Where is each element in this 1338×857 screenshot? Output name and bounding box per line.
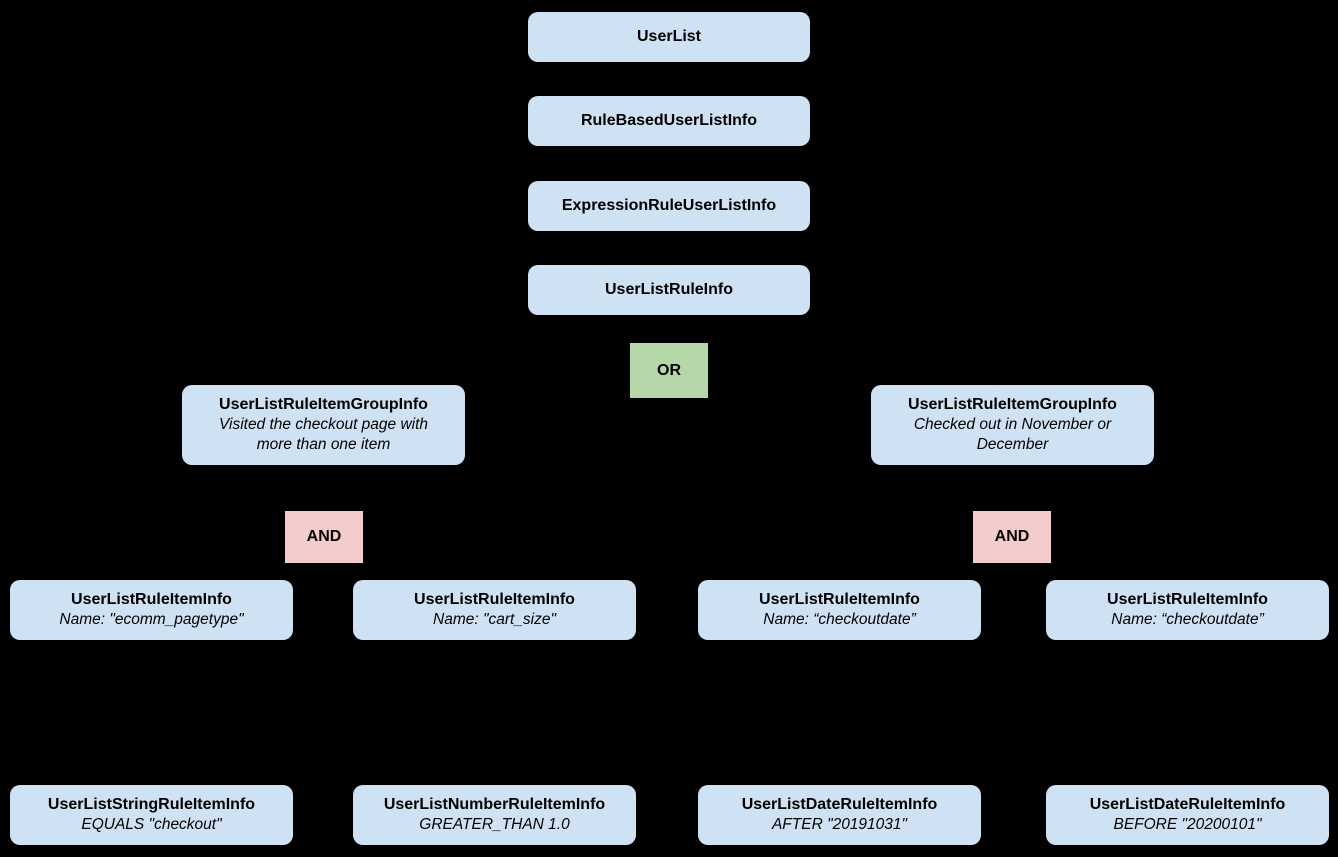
- node-title: UserListStringRuleItemInfo: [47, 796, 256, 813]
- node-title: UserListRuleItemInfo: [414, 591, 575, 608]
- and-operator-box-right: AND: [973, 511, 1051, 563]
- or-label: OR: [657, 361, 681, 379]
- connector-arrowhead-icon: [322, 374, 349, 387]
- node-subtitle: Name: "cart_size": [433, 611, 556, 628]
- node-title: UserListNumberRuleItemInfo: [383, 796, 606, 813]
- node-subtitle: Name: “checkoutdate”: [1111, 611, 1264, 628]
- node-expression-rule-user-list-info: ExpressionRuleUserListInfo: [528, 181, 810, 231]
- node-title: UserListRuleItemGroupInfo: [908, 396, 1117, 413]
- node-user-list-rule-info: UserListRuleInfo: [528, 265, 810, 315]
- node-rule-item-group-left: UserListRuleItemGroupInfo Visited the ch…: [182, 385, 465, 465]
- node-operand-4: UserListDateRuleItemInfo BEFORE "2020010…: [1046, 785, 1329, 845]
- node-rule-item-3: UserListRuleItemInfo Name: “checkoutdate…: [698, 580, 981, 640]
- node-title: UserListRuleInfo: [604, 281, 733, 298]
- node-title: UserListRuleItemInfo: [71, 591, 232, 608]
- node-rule-item-group-right: UserListRuleItemGroupInfo Checked out in…: [871, 385, 1154, 465]
- and-label: AND: [994, 528, 1030, 545]
- node-subtitle: Name: “checkoutdate”: [763, 611, 916, 628]
- node-title: UserListRuleItemGroupInfo: [219, 396, 428, 413]
- node-title: UserListRuleItemInfo: [1107, 591, 1268, 608]
- node-rule-item-2: UserListRuleItemInfo Name: "cart_size": [353, 580, 636, 640]
- node-title: UserListRuleItemInfo: [759, 591, 920, 608]
- node-description: Visited the checkout page with more than…: [218, 416, 429, 453]
- node-title: UserList: [636, 28, 702, 45]
- node-operand-1: UserListStringRuleItemInfo EQUALS "check…: [10, 785, 293, 845]
- node-rule-item-1: UserListRuleItemInfo Name: "ecomm_pagety…: [10, 580, 293, 640]
- node-title: RuleBasedUserListInfo: [580, 112, 758, 129]
- node-description: Checked out in November or December: [913, 416, 1112, 453]
- node-subtitle: Name: "ecomm_pagetype": [59, 611, 244, 628]
- or-operator-box: OR: [630, 343, 708, 398]
- node-operand-2: UserListNumberRuleItemInfo GREATER_THAN …: [353, 785, 636, 845]
- node-subtitle: EQUALS "checkout": [81, 816, 222, 833]
- node-subtitle: BEFORE "20200101": [1113, 816, 1262, 833]
- and-operator-box-left: AND: [285, 511, 363, 563]
- connector-arrowhead-icon: [973, 374, 1000, 387]
- node-title: ExpressionRuleUserListInfo: [561, 197, 777, 214]
- node-title: UserListDateRuleItemInfo: [741, 796, 938, 813]
- node-userlist: UserList: [528, 12, 810, 62]
- node-title: UserListDateRuleItemInfo: [1089, 796, 1286, 813]
- node-rule-item-4: UserListRuleItemInfo Name: “checkoutdate…: [1046, 580, 1329, 640]
- node-rule-based-user-list-info: RuleBasedUserListInfo: [528, 96, 810, 146]
- node-subtitle: GREATER_THAN 1.0: [419, 816, 570, 833]
- and-label: AND: [306, 528, 342, 545]
- node-subtitle: AFTER "20191031": [771, 816, 908, 833]
- node-operand-3: UserListDateRuleItemInfo AFTER "20191031…: [698, 785, 981, 845]
